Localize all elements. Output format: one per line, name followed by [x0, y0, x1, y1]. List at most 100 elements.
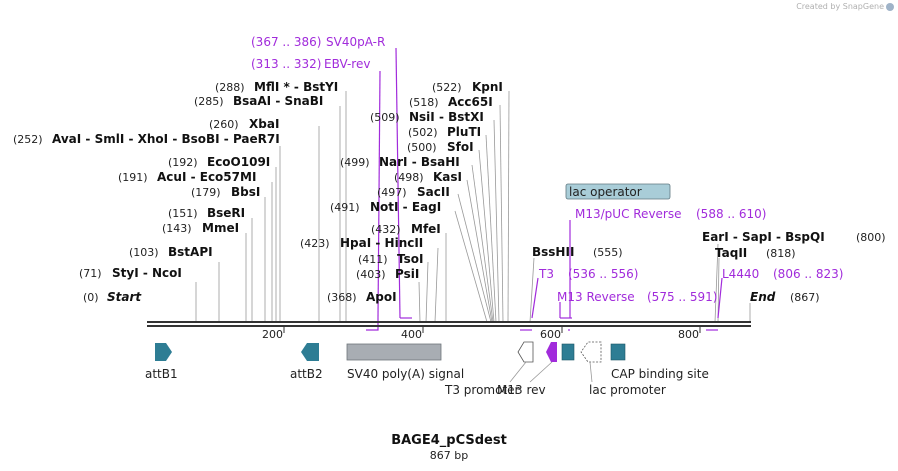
- tick-label: 800: [678, 328, 699, 341]
- restriction-sites: (0) Start (71) StyI - NcoI (103) BstAPI …: [13, 80, 886, 304]
- site-name: MmeI: [202, 221, 239, 235]
- site-pos: (103): [129, 246, 159, 259]
- site-name: TaqII: [715, 246, 747, 260]
- feature-lac-operator-block[interactable]: [561, 343, 575, 361]
- site-name: AvaI - SmlI - XhoI - BsoBI - PaeR7I: [52, 132, 280, 146]
- feature-label: SV40 poly(A) signal: [347, 367, 464, 381]
- primer-name: L4440: [722, 267, 759, 281]
- feature-label: attB2: [290, 367, 323, 381]
- primer-labels: (367 .. 386) SV40pA-R (313 .. 332) EBV-r…: [251, 35, 843, 304]
- primer-range: (367 .. 386): [251, 35, 321, 49]
- site-name: SfoI: [447, 140, 474, 154]
- site-name: BsaAI - SnaBI: [233, 94, 323, 108]
- map-length: 867 bp: [430, 449, 468, 462]
- site-pos: (191): [118, 171, 148, 184]
- site-name: MfeI: [411, 222, 441, 236]
- feature-attB2[interactable]: attB2: [290, 343, 323, 381]
- primer-name: M13 Reverse: [557, 290, 635, 304]
- site-pos: (800): [856, 231, 886, 244]
- site-pos: (151): [168, 207, 198, 220]
- site-name: BbsI: [231, 185, 260, 199]
- site-pos: (491): [330, 201, 360, 214]
- site-pos: (423): [300, 237, 330, 250]
- tick-label: 400: [401, 328, 422, 341]
- site-pos: (500): [407, 141, 437, 154]
- site-name: Acc65I: [448, 95, 493, 109]
- site-name: TsoI: [397, 252, 423, 266]
- feature-sv40-polyA[interactable]: SV40 poly(A) signal: [346, 343, 464, 381]
- tick-label: 200: [262, 328, 283, 341]
- site-name: AcuI - Eco57MI: [157, 170, 256, 184]
- site-name: BseRI: [207, 206, 245, 220]
- site-pos: (522): [432, 81, 462, 94]
- site-name: NsiI - BstXI: [409, 110, 484, 124]
- feature-t3-promoter[interactable]: T3 promoter: [444, 341, 534, 397]
- feature-label: M13 rev: [497, 383, 546, 397]
- site-pos: (260): [209, 118, 239, 131]
- site-end-label: End: [750, 290, 776, 304]
- primer-name: SV40pA-R: [326, 35, 385, 49]
- site-pos: (192): [168, 156, 198, 169]
- site-pos: (497): [377, 186, 407, 199]
- tick-label: 600: [540, 328, 561, 341]
- site-name: EcoO109I: [207, 155, 270, 169]
- primer-name: M13/pUC Reverse: [575, 207, 682, 221]
- feature-label: attB1: [145, 367, 178, 381]
- site-pos: (555): [593, 246, 623, 259]
- site-pos: (502): [408, 126, 438, 139]
- site-pos: (288): [215, 81, 245, 94]
- site-pos: (252): [13, 133, 43, 146]
- lac-operator-feature[interactable]: lac operator: [565, 183, 671, 200]
- site-pos: (403): [356, 268, 386, 281]
- site-name: KasI: [433, 170, 462, 184]
- site-start-label: Start: [107, 290, 142, 304]
- site-pos: (499): [340, 156, 370, 169]
- site-connectors: [195, 90, 751, 323]
- primer-range: (806 .. 823): [773, 267, 843, 281]
- primer-range: (313 .. 332): [251, 57, 321, 71]
- snapgene-credit: Created by SnapGene: [796, 2, 894, 11]
- site-name: NarI - BsaHI: [379, 155, 460, 169]
- site-pos: (518): [409, 96, 439, 109]
- site-pos: (179): [191, 186, 221, 199]
- site-pos: (0): [83, 291, 99, 304]
- feature-attB1[interactable]: attB1: [145, 343, 178, 381]
- site-name: PluTI: [447, 125, 481, 139]
- primer-connectors: [366, 47, 723, 331]
- primer-range: (575 .. 591): [647, 290, 717, 304]
- site-name: SacII: [417, 185, 450, 199]
- credit-text: Created by SnapGene: [796, 2, 884, 11]
- site-pos: (498): [394, 171, 424, 184]
- primer-range: (588 .. 610): [696, 207, 766, 221]
- site-name: MflI * - BstYI: [254, 80, 338, 94]
- feature-label: T3 promoter: [444, 383, 520, 397]
- feature-lac-promoter[interactable]: lac promoter: [580, 341, 666, 397]
- feature-m13-rev[interactable]: M13 rev: [497, 342, 557, 397]
- site-name: NotI - EagI: [370, 200, 441, 214]
- site-name: HpaI - HincII: [340, 236, 423, 250]
- primer-name: T3: [538, 267, 554, 281]
- site-name: BssHII: [532, 245, 574, 259]
- sequence-backbone: 200 400 600 800: [147, 321, 751, 341]
- site-pos: (285): [194, 95, 224, 108]
- primer-range: (536 .. 556): [568, 267, 638, 281]
- site-pos: (818): [766, 247, 796, 260]
- site-pos: (143): [162, 222, 192, 235]
- site-pos: (71): [79, 267, 102, 280]
- site-pos: (368): [327, 291, 357, 304]
- primer-name: EBV-rev: [324, 57, 370, 71]
- site-pos: (867): [790, 291, 820, 304]
- site-pos: (411): [358, 253, 388, 266]
- site-name: BstAPI: [168, 245, 213, 259]
- site-pos: (432): [371, 223, 401, 236]
- feature-cap-binding-site[interactable]: CAP binding site: [610, 343, 709, 381]
- site-name: StyI - NcoI: [112, 266, 182, 280]
- site-name: PsiI: [395, 267, 419, 281]
- lac-operator-label: lac operator: [569, 185, 642, 199]
- snapgene-logo-icon: [886, 2, 894, 11]
- site-name: ApoI: [366, 290, 397, 304]
- feature-label: lac promoter: [589, 383, 666, 397]
- site-pos: (509): [370, 111, 400, 124]
- map-title: BAGE4_pCSdest: [391, 433, 507, 448]
